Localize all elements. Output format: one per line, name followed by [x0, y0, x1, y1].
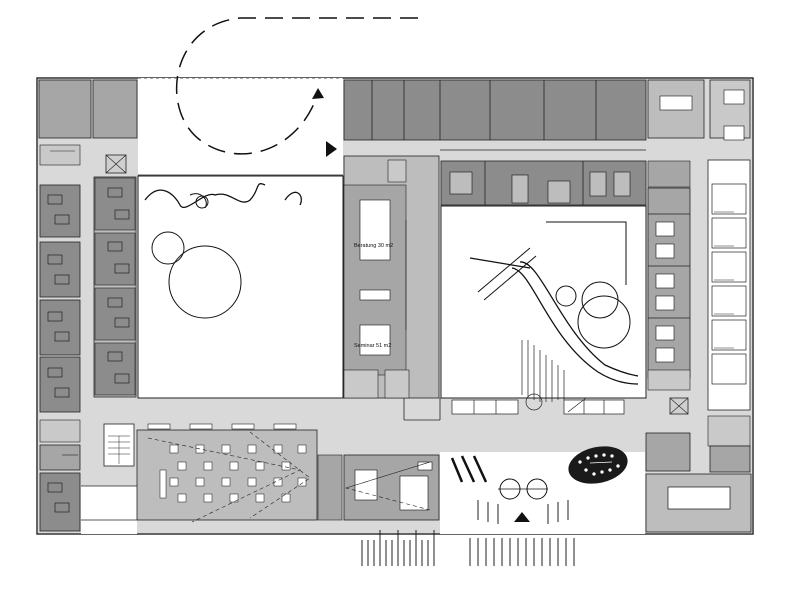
- south-meeting-room: [343, 454, 440, 521]
- room-nw-1: [38, 79, 92, 139]
- south-open-office: [136, 423, 343, 523]
- office-w-1: [39, 184, 81, 238]
- stair-nw: [39, 144, 81, 166]
- room-label-beratung: Beratung 30 m2: [354, 243, 393, 249]
- stair-sw: [39, 419, 81, 443]
- southwest-rooms: [39, 419, 135, 532]
- wall-details: [81, 77, 646, 535]
- room-wi-3: [94, 287, 136, 341]
- room-wi-2: [94, 232, 136, 286]
- central-seminar-block: Beratung 30 m2 Seminar 51 m2: [343, 155, 440, 399]
- arrow-icon: [312, 88, 324, 99]
- southwest-entrance-gap: [81, 486, 137, 534]
- west-courtyard-features: [144, 183, 302, 319]
- east-yard-hatching: [521, 340, 565, 402]
- east-courtyard-features: [469, 221, 639, 385]
- northeast-inner-offices: [440, 160, 691, 206]
- west-inner-rooms: [93, 154, 137, 398]
- outdoor-path: [175, 17, 418, 155]
- entrance-features: [450, 446, 628, 522]
- room-label-seminar: Seminar 51 m2: [354, 343, 391, 349]
- office-w-2: [39, 241, 81, 298]
- room-wi-4: [94, 342, 136, 396]
- courtyards: [81, 78, 647, 534]
- room-sw-1: [39, 444, 81, 471]
- room-nw-2: [92, 79, 138, 139]
- benches: [451, 397, 625, 415]
- east-wing-offices: [647, 159, 751, 447]
- ground-hatching: [361, 500, 575, 566]
- office-w-3: [39, 299, 81, 356]
- east-courtyard: [440, 205, 647, 399]
- room-sw-2: [39, 472, 81, 532]
- main-entrance-arrow-icon: [514, 512, 530, 522]
- northwest-rooms: [38, 79, 138, 166]
- entrance-marker-icon: [326, 141, 337, 157]
- room-ne-conference: [647, 79, 705, 139]
- southeast-conference: [645, 432, 752, 533]
- office-w-4: [39, 356, 81, 413]
- room-wi-1: [94, 177, 136, 231]
- north-open-yard: [138, 78, 343, 175]
- north-wing-rooms: [343, 79, 751, 141]
- west-wing-offices: [39, 184, 81, 413]
